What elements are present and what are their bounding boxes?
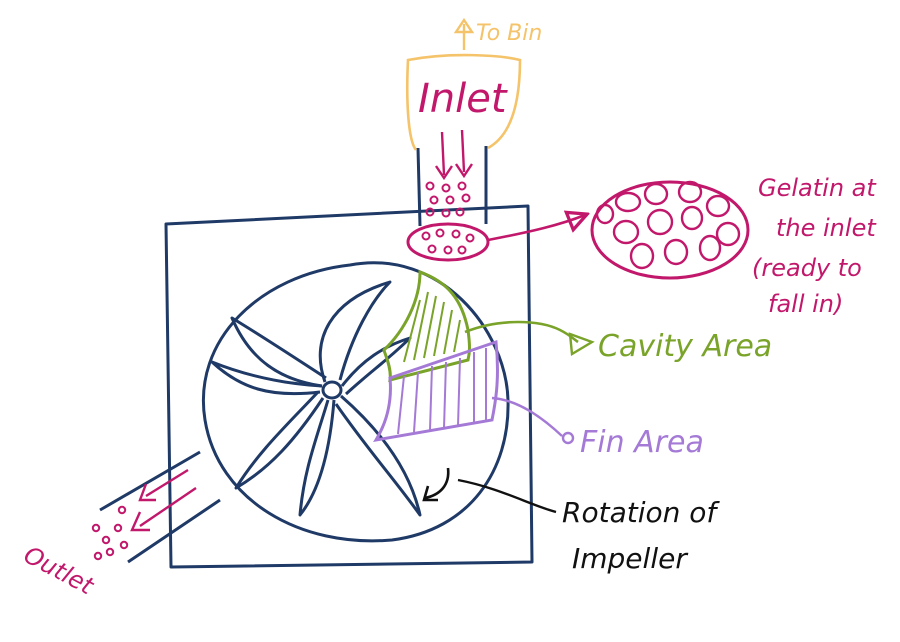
gelatin-pellets-pipe (427, 183, 470, 217)
blade (336, 396, 420, 515)
outlet-pipe (100, 452, 220, 562)
gelatin-callout-line (488, 215, 585, 240)
outlet-label: Outlet (19, 541, 99, 601)
gelatin-label-line1: Gelatin at (758, 174, 877, 202)
rotation-label-line1: Rotation of (562, 496, 720, 529)
fin-area (376, 342, 497, 440)
cavity-hatching (404, 292, 460, 362)
fin-callout-dot (563, 433, 573, 443)
gelatin-label-line3: (ready to (752, 254, 862, 282)
rotation-callout-line (458, 480, 556, 512)
rotation-arrow (424, 468, 448, 500)
gelatin-label-line4: fall in) (768, 290, 843, 318)
blade (300, 400, 334, 515)
gelatin-inlet-ellipse (408, 224, 488, 260)
fin-callout-line (492, 398, 562, 436)
blade (212, 362, 322, 394)
cavity-area-label: Cavity Area (598, 329, 772, 364)
blade (232, 318, 326, 386)
impeller-circle (203, 263, 508, 541)
inlet-label: Inlet (418, 76, 508, 122)
rotation-label-line2: Impeller (572, 542, 688, 575)
blade (236, 392, 323, 488)
gelatin-label-line2: the inlet (776, 214, 877, 242)
to-bin-label: To Bin (476, 21, 542, 46)
gelatin-pellets-inlet (423, 230, 474, 254)
inlet-flow-arrows (436, 130, 472, 178)
fan-housing (166, 206, 532, 567)
to-bin-arrow (456, 20, 472, 50)
fin-area-label: Fin Area (580, 425, 704, 460)
impeller-hub (323, 382, 341, 398)
cavity-area (384, 272, 470, 380)
outlet-pellets (93, 507, 127, 559)
